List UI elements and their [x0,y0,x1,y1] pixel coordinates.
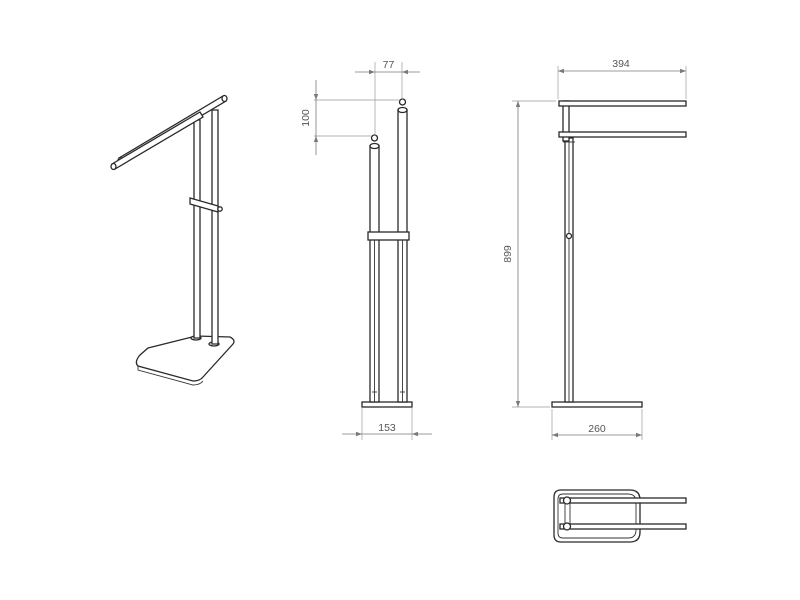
dim-label-top-offset: 77 [383,59,395,71]
top-view [553,489,687,543]
dimension-height-step: 100 [300,80,400,155]
dim-label-base-depth: 260 [588,423,606,435]
dimension-total-height: 899 [502,100,556,408]
dimension-base-depth: 260 [551,409,643,440]
side-view [551,100,687,408]
dimension-arm-length: 394 [557,58,687,99]
dim-label-front-width: 153 [378,422,396,434]
dim-label-height-step: 100 [300,109,312,127]
dim-label-arm-length: 394 [612,58,630,70]
dimension-top-offset: 77 [355,59,420,136]
front-view [361,98,413,408]
dimension-front-width: 153 [342,408,432,440]
perspective-view [110,94,235,386]
dim-label-total-height: 899 [502,245,514,263]
